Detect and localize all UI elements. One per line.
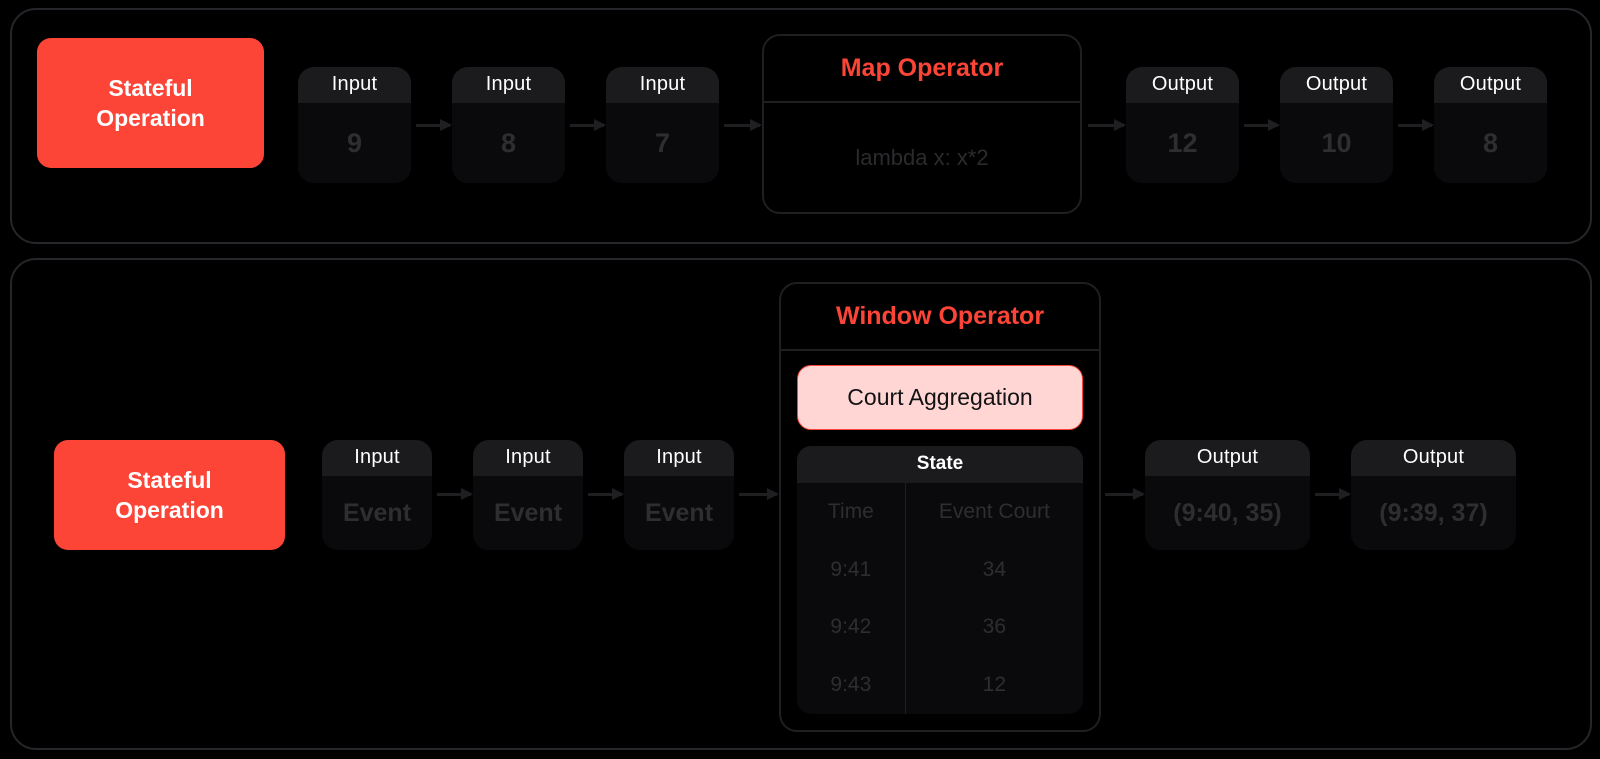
row1-arrow-2	[570, 119, 606, 131]
row1-input-header-1: Input	[298, 67, 411, 103]
window-operator-content: Court Aggregation State Time Event Court…	[781, 351, 1099, 730]
row1-output-value-2: 10	[1280, 103, 1393, 183]
row1-arrow-1	[416, 119, 452, 131]
row1-stateful-operation-chip: Stateful Operation	[37, 38, 264, 168]
row2-arrow-5	[1315, 488, 1351, 500]
row2-output-value-1: (9:40, 35)	[1145, 476, 1310, 550]
row1-arrow-5	[1244, 119, 1280, 131]
row1-input-header-2: Input	[452, 67, 565, 103]
row1-input-card-2: Input 8	[452, 67, 565, 183]
state-table-row: 9:43 12	[797, 656, 1083, 714]
row1-input-value-1: 9	[298, 103, 411, 183]
row2-input-value-3: Event	[624, 476, 734, 550]
state-table: State Time Event Court 9:41 34 9:42 36	[797, 446, 1083, 714]
row2-output-value-2: (9:39, 37)	[1351, 476, 1516, 550]
row2-label-line1: Stateful	[127, 467, 212, 493]
row2-input-value-2: Event	[473, 476, 583, 550]
row2-label-line2: Operation	[115, 497, 224, 523]
row2-input-header-2: Input	[473, 440, 583, 476]
row1-input-value-3: 7	[606, 103, 719, 183]
row2-output-header-1: Output	[1145, 440, 1310, 476]
row1-output-value-3: 8	[1434, 103, 1547, 183]
court-aggregation-pill: Court Aggregation	[797, 365, 1083, 430]
stateless-operation-panel: Stateful Operation Input 9 Input 8 Input…	[10, 8, 1592, 244]
row1-input-card-1: Input 9	[298, 67, 411, 183]
row1-output-header-3: Output	[1434, 67, 1547, 103]
state-table-column-headers: Time Event Court	[797, 483, 1083, 541]
row2-arrow-1	[437, 488, 473, 500]
row1-output-header-2: Output	[1280, 67, 1393, 103]
state-table-rows: Time Event Court 9:41 34 9:42 36 9:43	[797, 483, 1083, 714]
row1-output-card-1: Output 12	[1126, 67, 1239, 183]
row1-label-line2: Operation	[96, 105, 205, 131]
state-table-row: 9:41 34	[797, 540, 1083, 599]
row2-input-card-2: Input Event	[473, 440, 583, 550]
row2-output-card-1: Output (9:40, 35)	[1145, 440, 1310, 550]
state-table-header: State	[797, 446, 1083, 483]
row1-output-card-2: Output 10	[1280, 67, 1393, 183]
row2-input-card-1: Input Event	[322, 440, 432, 550]
row2-input-header-3: Input	[624, 440, 734, 476]
row1-output-card-3: Output 8	[1434, 67, 1547, 183]
row1-arrow-4	[1088, 119, 1126, 131]
row2-output-card-2: Output (9:39, 37)	[1351, 440, 1516, 550]
state-table-row: 9:42 36	[797, 598, 1083, 657]
row2-arrow-4	[1105, 488, 1145, 500]
window-operator-title: Window Operator	[781, 284, 1099, 351]
state-cell-time: 9:41	[797, 540, 906, 599]
window-operator-box: Window Operator Court Aggregation State …	[779, 282, 1101, 732]
state-cell-time: 9:42	[797, 598, 906, 657]
row2-input-card-3: Input Event	[624, 440, 734, 550]
row2-output-header-2: Output	[1351, 440, 1516, 476]
state-column-event-court: Event Court	[938, 499, 1050, 523]
row1-label-line1: Stateful	[108, 75, 193, 101]
state-cell-count: 34	[982, 557, 1007, 581]
map-operator-box: Map Operator lambda x: x*2	[762, 34, 1082, 214]
row2-input-header-1: Input	[322, 440, 432, 476]
row1-input-value-2: 8	[452, 103, 565, 183]
row2-stateful-operation-chip: Stateful Operation	[54, 440, 285, 550]
state-cell-time: 9:43	[797, 656, 906, 714]
map-operator-title: Map Operator	[764, 36, 1080, 103]
state-column-time: Time	[797, 483, 906, 541]
row1-input-header-3: Input	[606, 67, 719, 103]
map-operator-lambda: lambda x: x*2	[855, 144, 989, 170]
row1-arrow-3	[724, 119, 762, 131]
stateful-operation-panel: Stateful Operation Input Event Input Eve…	[10, 258, 1592, 750]
row2-arrow-2	[588, 488, 624, 500]
state-cell-count: 12	[982, 673, 1007, 697]
row1-arrow-6	[1398, 119, 1434, 131]
state-cell-count: 36	[982, 615, 1007, 639]
row1-output-value-1: 12	[1126, 103, 1239, 183]
row1-input-card-3: Input 7	[606, 67, 719, 183]
row2-input-value-1: Event	[322, 476, 432, 550]
row2-arrow-3	[739, 488, 779, 500]
row1-output-header-1: Output	[1126, 67, 1239, 103]
